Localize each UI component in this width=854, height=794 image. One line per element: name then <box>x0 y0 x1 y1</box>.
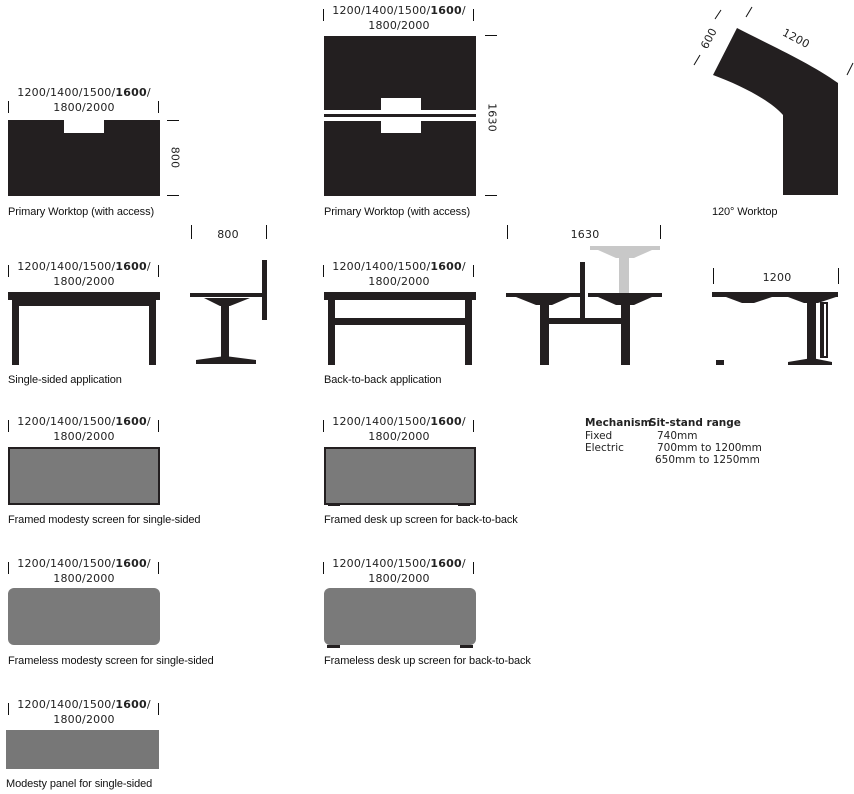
spec-range: 700mm to 1200mm <box>657 442 762 454</box>
screen-foot <box>460 645 473 648</box>
dim-tick <box>158 265 159 277</box>
dim-tick <box>473 562 474 574</box>
length-label-1200: 1200 <box>762 271 792 284</box>
size-label: 1200/1400/1500/1600/1800/2000 <box>17 415 151 443</box>
dim-tick <box>323 9 324 21</box>
dim-tick <box>713 268 714 284</box>
size-label: 1200/1400/1500/1600/1800/2000 <box>17 86 151 114</box>
screen-foot <box>328 503 340 506</box>
size-label: 1200/1400/1500/1600/1800/2000 <box>332 260 466 288</box>
spec-header-range: Sit-stand range <box>649 417 741 429</box>
desk-single-side <box>190 260 267 364</box>
dim-tick <box>838 268 839 284</box>
size-label: 1200/1400/1500/1600/1800/2000 <box>332 4 466 32</box>
spec-header-mechanism: Mechanism <box>585 417 652 429</box>
size-label: 1200/1400/1500/1600/1800/2000 <box>17 557 151 585</box>
desk-back-to-back-side <box>506 246 662 365</box>
desk-back-to-back-front <box>324 292 476 365</box>
screen-foot <box>458 503 470 506</box>
depth-label-1630: 1630 <box>570 228 600 241</box>
spec-table: Mechanism Sit-stand range Fixed 740mm El… <box>585 417 815 466</box>
worktop-120-side <box>712 292 838 365</box>
dim-tick <box>323 265 324 277</box>
caption-framed-single: Framed modesty screen for single-sided <box>8 514 201 526</box>
dim-tick <box>158 703 159 715</box>
screen-foot <box>327 645 340 648</box>
dim-tick <box>8 562 9 574</box>
dim-tick <box>485 195 497 196</box>
caption-primary-worktop: Primary Worktop (with access) <box>324 206 471 218</box>
dim-tick <box>191 225 192 239</box>
spec-range: 740mm <box>657 430 698 442</box>
size-label: 1200/1400/1500/1600/1800/2000 <box>332 557 466 585</box>
dim-tick <box>660 225 661 239</box>
depth-label-800: 800 <box>168 146 182 169</box>
framed-modesty-screen <box>8 447 160 505</box>
primary-worktop-single <box>8 120 160 196</box>
dim-tick <box>507 225 508 239</box>
size-label: 1200/1400/1500/1600/1800/2000 <box>332 415 466 443</box>
spec-mechanism: Fixed <box>585 430 613 442</box>
dim-tick <box>8 703 9 715</box>
spec-mechanism <box>585 454 655 466</box>
dim-tick <box>158 101 159 113</box>
dim-tick <box>323 562 324 574</box>
desk-single-front <box>8 292 160 365</box>
dim-tick <box>485 35 497 36</box>
caption-frameless-single: Frameless modesty screen for single-side… <box>8 655 214 667</box>
dim-tick <box>158 420 159 432</box>
caption-primary-worktop: Primary Worktop (with access) <box>8 206 155 218</box>
spec-mechanism: Electric <box>585 442 624 454</box>
caption-modesty-panel: Modesty panel for single-sided <box>6 778 153 790</box>
dim-tick <box>8 420 9 432</box>
caption-120-worktop: 120° Worktop <box>712 206 778 218</box>
dim-tick <box>473 9 474 21</box>
dim-tick <box>323 420 324 432</box>
caption-single-sided: Single-sided application <box>8 374 122 386</box>
spec-range: 650mm to 1250mm <box>655 454 760 466</box>
dim-tick <box>8 101 9 113</box>
frameless-desk-up-screen <box>324 588 476 645</box>
dim-tick <box>473 265 474 277</box>
worktop-120-degree <box>693 6 854 195</box>
dim-tick <box>266 225 267 239</box>
caption-framed-b2b: Framed desk up screen for back-to-back <box>324 514 518 526</box>
depth-label-1630: 1630 <box>485 103 499 132</box>
frameless-modesty-screen <box>8 588 160 645</box>
dim-tick <box>167 120 179 121</box>
caption-back-to-back: Back-to-back application <box>324 374 442 386</box>
depth-label-800: 800 <box>217 228 239 241</box>
size-label: 1200/1400/1500/1600/1800/2000 <box>17 260 151 288</box>
modesty-panel <box>6 730 159 769</box>
dim-tick <box>8 265 9 277</box>
dim-tick <box>158 562 159 574</box>
dim-tick <box>167 195 179 196</box>
size-label: 1200/1400/1500/1600/1800/2000 <box>17 698 151 726</box>
framed-desk-up-screen <box>324 447 476 505</box>
dim-tick <box>473 420 474 432</box>
caption-frameless-b2b: Frameless desk up screen for back-to-bac… <box>324 655 531 667</box>
primary-worktop-double <box>324 36 476 196</box>
